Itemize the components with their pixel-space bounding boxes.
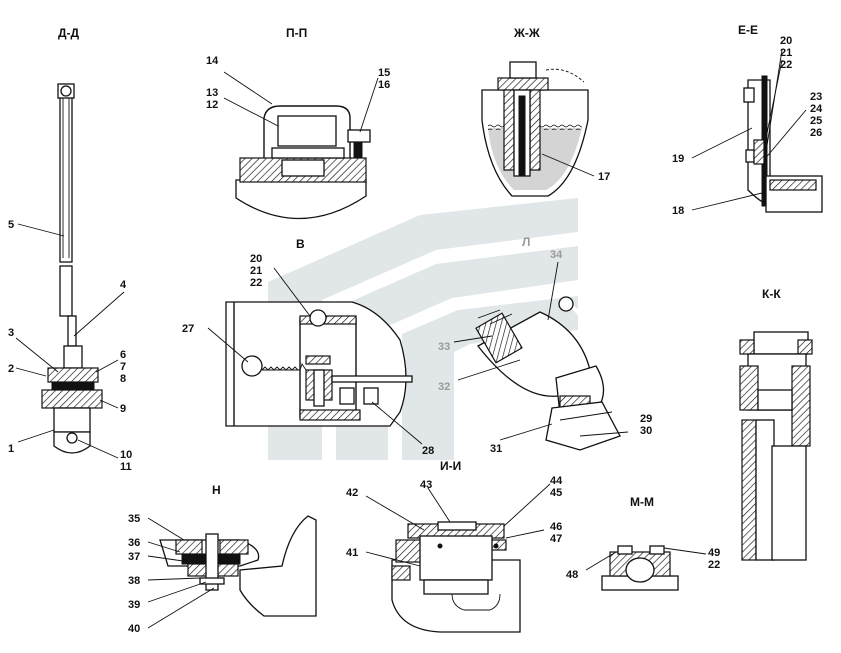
section-title-mm: М-М [630,495,654,509]
section-title-l: Л [522,235,530,249]
callout-35: 35 [128,513,140,525]
leader-lines [15,49,807,629]
section-kk: К-К [739,287,813,561]
callout-34: 34 [550,249,563,261]
section-ii: И-И [391,459,521,633]
callout-48: 48 [566,569,578,581]
section-title-ii: И-И [440,459,461,473]
section-title-v: В [296,237,305,251]
callout-33: 33 [438,341,450,353]
callout-26: 26 [810,127,822,139]
section-zhzh: Ж-Ж [481,26,589,197]
section-mm: М-М [601,495,679,591]
callout-14: 14 [206,55,219,67]
callout-47: 47 [550,533,562,545]
section-title-zhzh: Ж-Ж [513,26,540,40]
section-ee: Е-Е [738,23,823,213]
callout-38: 38 [128,575,140,587]
callout-43: 43 [420,479,432,491]
callout-5: 5 [8,219,14,231]
callout-18: 18 [672,205,684,217]
section-title-ee: Е-Е [738,23,758,37]
callout-11: 11 [120,461,132,473]
callout-30: 30 [640,425,652,437]
callout-27: 27 [182,323,194,335]
callout-45: 45 [550,487,562,499]
callout-40: 40 [128,623,140,635]
callout-6: 6 [120,349,126,361]
callout-24: 24 [810,103,823,115]
callout-2: 2 [8,363,14,375]
callouts: 1 2 3 4 5 6 7 8 9 10 11 12 13 14 15 16 1… [8,35,823,635]
callout-37: 37 [128,551,140,563]
callout-22-v: 22 [250,277,262,289]
callout-20-v: 20 [250,253,262,265]
callout-25: 25 [810,115,822,127]
callout-42: 42 [346,487,358,499]
callout-8: 8 [120,373,126,385]
callout-10: 10 [120,449,132,461]
section-title-n: Н [212,483,221,497]
callout-46: 46 [550,521,562,533]
section-title-pp: П-П [286,26,307,40]
callout-22-ee: 22 [780,59,792,71]
callout-22-mm: 22 [708,559,720,571]
callout-16: 16 [378,79,390,91]
callout-44: 44 [550,475,563,487]
section-dd: Д-Д [41,26,103,454]
callout-20-ee: 20 [780,35,792,47]
callout-1: 1 [8,443,14,455]
callout-17: 17 [598,171,610,183]
callout-21-ee: 21 [780,47,792,59]
callout-29: 29 [640,413,652,425]
callout-31: 31 [490,443,502,455]
section-title-kk: К-К [762,287,781,301]
section-pp: П-П [235,26,371,220]
callout-3: 3 [8,327,14,339]
callout-13: 13 [206,87,218,99]
callout-41: 41 [346,547,358,559]
callout-49: 49 [708,547,720,559]
callout-23: 23 [810,91,822,103]
callout-21-v: 21 [250,265,262,277]
section-v: В [225,237,413,427]
callout-4: 4 [120,279,127,291]
callout-15: 15 [378,67,390,79]
callout-19: 19 [672,153,684,165]
section-l: Л [475,235,632,451]
chevron-logo-icon [268,198,578,460]
callout-12: 12 [206,99,218,111]
callout-28: 28 [422,445,434,457]
callout-9: 9 [120,403,126,415]
callout-36: 36 [128,537,140,549]
callout-7: 7 [120,361,126,373]
section-title-dd: Д-Д [58,26,80,40]
callout-32: 32 [438,381,450,393]
section-n: Н [159,483,317,617]
callout-39: 39 [128,599,140,611]
